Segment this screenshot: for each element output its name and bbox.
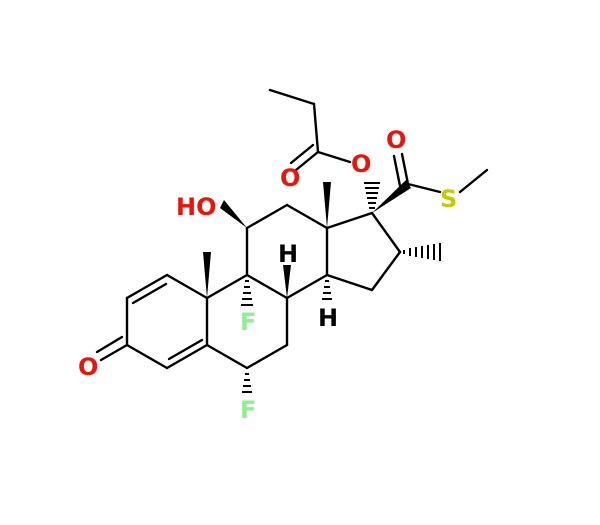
bond-c11-oh-wedge [220, 200, 247, 228]
atom-oxygen-thioester: O [386, 126, 406, 154]
bond-ester-c-o-carbonyl [294, 150, 320, 172]
bond-ch2-ch3 [268, 88, 316, 106]
bond-c4-c5 [165, 343, 209, 370]
bond-c8-c9 [245, 273, 289, 300]
bond-c1-c2 [125, 273, 169, 300]
bond-c10-c1 [165, 273, 209, 300]
bond-c17-c20-wedge [372, 180, 411, 213]
bond-c14-h-hash [322, 280, 332, 300]
bond-ester-c-o-carbonyl-double [289, 143, 315, 165]
bond-c20-o-thio [400, 152, 410, 186]
bond-c5-c6 [205, 343, 249, 370]
bond-c16-c15 [370, 250, 402, 292]
bond-c6-c7 [245, 343, 289, 370]
atom-sulfur: S [440, 185, 457, 213]
atom-hydrogen-14: H [318, 304, 338, 332]
bond-c16-methyl-hash [403, 243, 441, 261]
bond-s-methyl [458, 168, 489, 194]
bond-c13-methyl-wedge [323, 182, 331, 228]
bond-c13-c17 [325, 211, 374, 230]
bond-c9-c10 [205, 273, 249, 300]
bond-c3-o-ketone-double [95, 335, 124, 354]
atom-hydrogen-8: H [278, 240, 298, 268]
bond-ester-c-ch2 [312, 102, 320, 154]
bond-c11-c12 [245, 203, 289, 230]
bond-c1-c2-double [131, 282, 168, 305]
atom-fluorine-6: F [240, 396, 256, 424]
bond-c20-s [406, 182, 442, 194]
bond-c17-c16 [370, 211, 402, 254]
bond-c12-c13 [285, 203, 329, 230]
bond-c10-methyl-wedge [203, 252, 211, 298]
atom-oxygen-ketone: O [78, 353, 98, 381]
bond-c4-c5-double [167, 338, 204, 361]
atom-fluorine-9: F [240, 308, 256, 336]
bond-c17-o-hash [364, 182, 380, 209]
bond-c14-c8 [285, 273, 329, 300]
bond-c3-c4 [125, 343, 169, 370]
bond-c15-c14 [325, 273, 374, 292]
bond-c6-f-hash [242, 373, 252, 393]
bond-c8-h-wedge [283, 265, 291, 298]
atom-oxygen-ester-carbonyl: O [280, 164, 300, 192]
bond-c3-o-ketone [99, 343, 129, 362]
bond-c9-f-hash [241, 280, 253, 306]
atom-oxygen-ester: O [351, 150, 371, 178]
bond-o-ester-c [316, 150, 352, 164]
bond-c20-o-thio-double [392, 154, 402, 188]
atom-hydroxyl: HO [176, 193, 217, 221]
